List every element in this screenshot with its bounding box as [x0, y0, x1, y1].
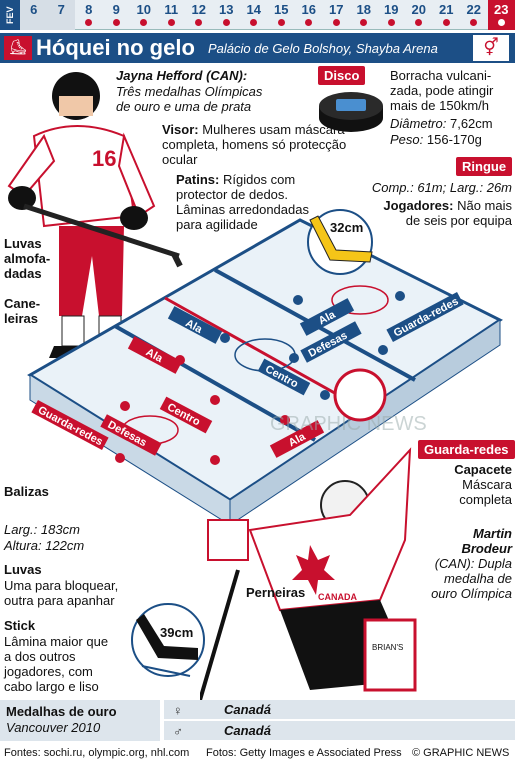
goalie-photo: CANADA BRIAN'S	[200, 368, 417, 700]
skates-title: Patins:	[176, 172, 220, 187]
date-day-13: 13	[213, 0, 241, 30]
helmet-annotation: Capacete Máscara completa	[420, 462, 512, 507]
medal-men-winner: Canadá	[224, 723, 271, 738]
goalie-desc: (CAN): Dupla medalha de ouro Olímpica	[431, 556, 512, 601]
stick-blade-callout	[131, 603, 205, 677]
medal-row-women: ♀ Canadá	[164, 700, 515, 719]
weight-value: 156-170g	[426, 132, 482, 147]
goals-height: Altura: 122cm	[4, 538, 124, 553]
male-female-icon: ⚥	[473, 35, 509, 61]
goals-height-value: 122cm	[45, 538, 85, 553]
players-title: Jogadores:	[383, 198, 454, 213]
pad-brand: BRIAN'S	[372, 643, 403, 652]
helmet-text: Máscara completa	[459, 477, 512, 507]
puck-diameter: Diâmetro: 7,62cm	[390, 116, 512, 131]
puck-weight: Peso: 156-170g	[390, 132, 512, 147]
gloves-label: Luvas almofa-dadas	[4, 236, 51, 281]
month-label: FEV	[0, 0, 20, 30]
date-day-21: 21	[433, 0, 461, 30]
player-desc: Três medalhas Olímpicas de ouro e uma de…	[116, 84, 263, 114]
stick-text: Lâmina maior que a dos outros jogadores,…	[4, 634, 109, 694]
date-day-11: 11	[158, 0, 186, 30]
date-day-7: 7	[47, 0, 75, 30]
male-icon: ♂	[172, 724, 182, 739]
footer: Fontes: sochi.ru, olympic.org, nhl.com F…	[0, 744, 515, 763]
goals-title: Balizas	[4, 484, 49, 499]
date-day-16: 16	[295, 0, 323, 30]
date-day-20: 20	[405, 0, 433, 30]
players-text: Não mais de seis por equipa	[405, 198, 512, 228]
goals-width: Larg.: 183cm	[4, 522, 124, 537]
diameter-value: 7,62cm	[449, 116, 493, 131]
player-name: Jayna Hefford (CAN):	[116, 68, 248, 83]
gold-medals-table: Medalhas de ouro Vancouver 2010 ♀ Canadá…	[0, 700, 515, 741]
jersey-number: 16	[92, 146, 116, 171]
player-name-block: Jayna Hefford (CAN):	[116, 68, 266, 83]
date-day-19: 19	[378, 0, 406, 30]
skates-text: Rígidos com protector de dedos. Lâminas …	[176, 172, 309, 232]
rink-size: Comp.: 61m; Larg.: 26m	[371, 180, 512, 195]
medals-subtitle: Vancouver 2010	[6, 720, 101, 735]
goals-width-value: 183cm	[40, 522, 80, 537]
rink-blade-size: 32cm	[330, 220, 364, 235]
stick-title: Stick	[4, 618, 36, 633]
visor-title: Visor:	[162, 122, 199, 137]
date-day-17: 17	[323, 0, 351, 30]
puck-desc: Borracha vulcani-zada, pode atingir mais…	[390, 68, 494, 113]
footer-photos: Fotos: Getty Images e Associated Press	[206, 747, 402, 759]
goalie-jersey-text: CANADA	[318, 592, 357, 602]
visor-text: Mulheres usam máscara completa, homens s…	[162, 122, 347, 167]
date-day-12: 12	[185, 0, 213, 30]
date-day-23: 23	[487, 0, 515, 30]
visor-annotation: Visor: Mulheres usam máscara completa, h…	[162, 122, 358, 167]
rink-tag: Ringue	[456, 157, 513, 176]
goals-width-label: Larg.:	[4, 522, 38, 537]
footer-sources: Fontes: sochi.ru, olympic.org, nhl.com	[4, 747, 190, 759]
weight-label: Peso:	[390, 132, 424, 147]
date-day-22: 22	[460, 0, 488, 30]
title-bar	[0, 33, 515, 63]
date-day-14: 14	[240, 0, 268, 30]
puck-icon	[319, 92, 383, 132]
medals-label: Medalhas de ouro Vancouver 2010	[0, 700, 160, 741]
puck-tag: Disco	[318, 66, 366, 85]
footer-credit: © GRAPHIC NEWS	[412, 747, 510, 759]
date-day-15: 15	[268, 0, 296, 30]
pads-label: Perneiras	[246, 585, 306, 600]
medals-title: Medalhas de ouro	[6, 704, 117, 719]
date-day-8: 8	[75, 0, 103, 30]
medal-row-men: ♂ Canadá	[164, 721, 515, 740]
skates-annotation: Patins: Rígidos com protector de dedos. …	[176, 172, 316, 232]
page-title: Hóquei no gelo	[36, 35, 195, 60]
goals-annotation: Balizas	[4, 484, 124, 499]
gloves-title: Luvas	[4, 562, 42, 577]
goalie-name: Martin Brodeur	[461, 526, 512, 556]
player-photo: 16	[7, 72, 183, 358]
goals-height-label: Altura:	[4, 538, 42, 553]
female-icon: ♀	[172, 703, 182, 718]
helmet-title: Capacete	[454, 462, 512, 477]
gloves-text: Uma para bloquear, outra para apanhar	[4, 578, 119, 608]
stick-blade-size: 39cm	[160, 625, 194, 640]
medal-women-winner: Canadá	[224, 702, 271, 717]
shins-label: Cane-leiras	[4, 296, 41, 326]
date-day-9: 9	[103, 0, 131, 30]
goalie-tag: Guarda-redes	[418, 440, 515, 459]
venue: Palácio de Gelo Bolshoy, Shayba Arena	[208, 41, 438, 56]
date-day-10: 10	[130, 0, 158, 30]
watermark: GRAPHIC NEWS	[270, 413, 427, 435]
players-annotation: Jogadores: Não mais de seis por equipa	[372, 198, 512, 228]
hockey-player-icon: ⛸	[4, 36, 32, 60]
date-day-6: 6	[20, 0, 48, 30]
diameter-label: Diâmetro:	[390, 116, 447, 131]
date-day-18: 18	[350, 0, 378, 30]
